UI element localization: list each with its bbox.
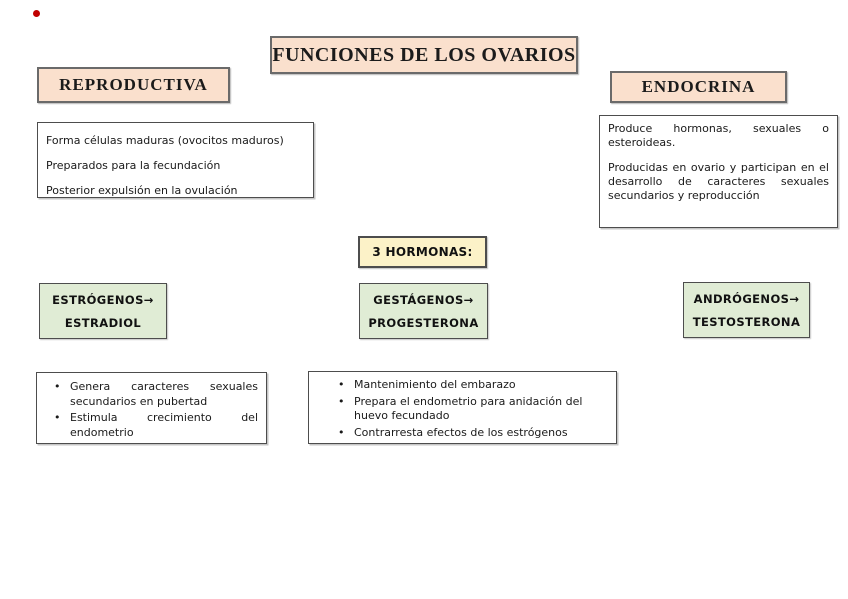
androgens-product: TESTOSTERONA	[692, 314, 801, 329]
hormones-label-box: 3 HORMONAS:	[358, 236, 487, 268]
reproductive-details-box: Forma células maduras (ovocitos maduros)…	[37, 122, 314, 198]
hormones-label: 3 HORMONAS:	[372, 245, 473, 259]
androgens-box: ANDRÓGENOS→ TESTOSTERONA	[683, 282, 810, 338]
endocrine-header-box: ENDOCRINA	[610, 71, 787, 103]
reproductive-detail-line: Forma células maduras (ovocitos maduros)	[46, 134, 284, 147]
gestagen-effect-item: Contrarresta efectos de los estrógenos	[335, 426, 608, 441]
estrogen-effects-box: Genera caracteres sexuales secundarios e…	[36, 372, 267, 444]
reproductive-detail-line: Preparados para la fecundación	[46, 159, 221, 172]
gestagens-product: PROGESTERONA	[368, 315, 479, 330]
gestagen-effects-box: Mantenimiento del embarazo Prepara el en…	[308, 371, 617, 444]
endocrine-header: ENDOCRINA	[641, 77, 756, 96]
gestagen-effect-item: Mantenimiento del embarazo	[335, 378, 608, 393]
endocrine-paragraph: Produce hormonas, sexuales o esteroideas…	[608, 122, 829, 150]
estrogen-effect-item: Estimula crecimiento del endometrio	[51, 411, 258, 440]
gestagens-name: GESTÁGENOS→	[373, 292, 474, 307]
gestagens-box: GESTÁGENOS→ PROGESTERONA	[359, 283, 488, 339]
reproductive-header-box: REPRODUCTIVA	[37, 67, 230, 103]
estrogens-box: ESTRÓGENOS→ ESTRADIOL	[39, 283, 167, 339]
reproductive-detail-line: Posterior expulsión en la ovulación	[46, 184, 238, 197]
androgens-name: ANDRÓGENOS→	[693, 291, 800, 306]
estrogens-name: ESTRÓGENOS→	[52, 292, 154, 307]
estrogens-product: ESTRADIOL	[64, 315, 142, 330]
reproductive-header: REPRODUCTIVA	[59, 75, 208, 94]
estrogen-effect-item: Genera caracteres sexuales secundarios e…	[51, 380, 258, 409]
diagram-title-box: FUNCIONES DE LOS OVARIOS	[270, 36, 578, 74]
diagram-title: FUNCIONES DE LOS OVARIOS	[272, 43, 576, 66]
endocrine-paragraph: Producidas en ovario y participan en el …	[608, 160, 829, 203]
endocrine-details-box: Produce hormonas, sexuales o esteroideas…	[599, 115, 838, 228]
gestagen-effect-item: Prepara el endometrio para anidación del…	[335, 395, 608, 424]
red-dot-marker	[33, 10, 40, 17]
